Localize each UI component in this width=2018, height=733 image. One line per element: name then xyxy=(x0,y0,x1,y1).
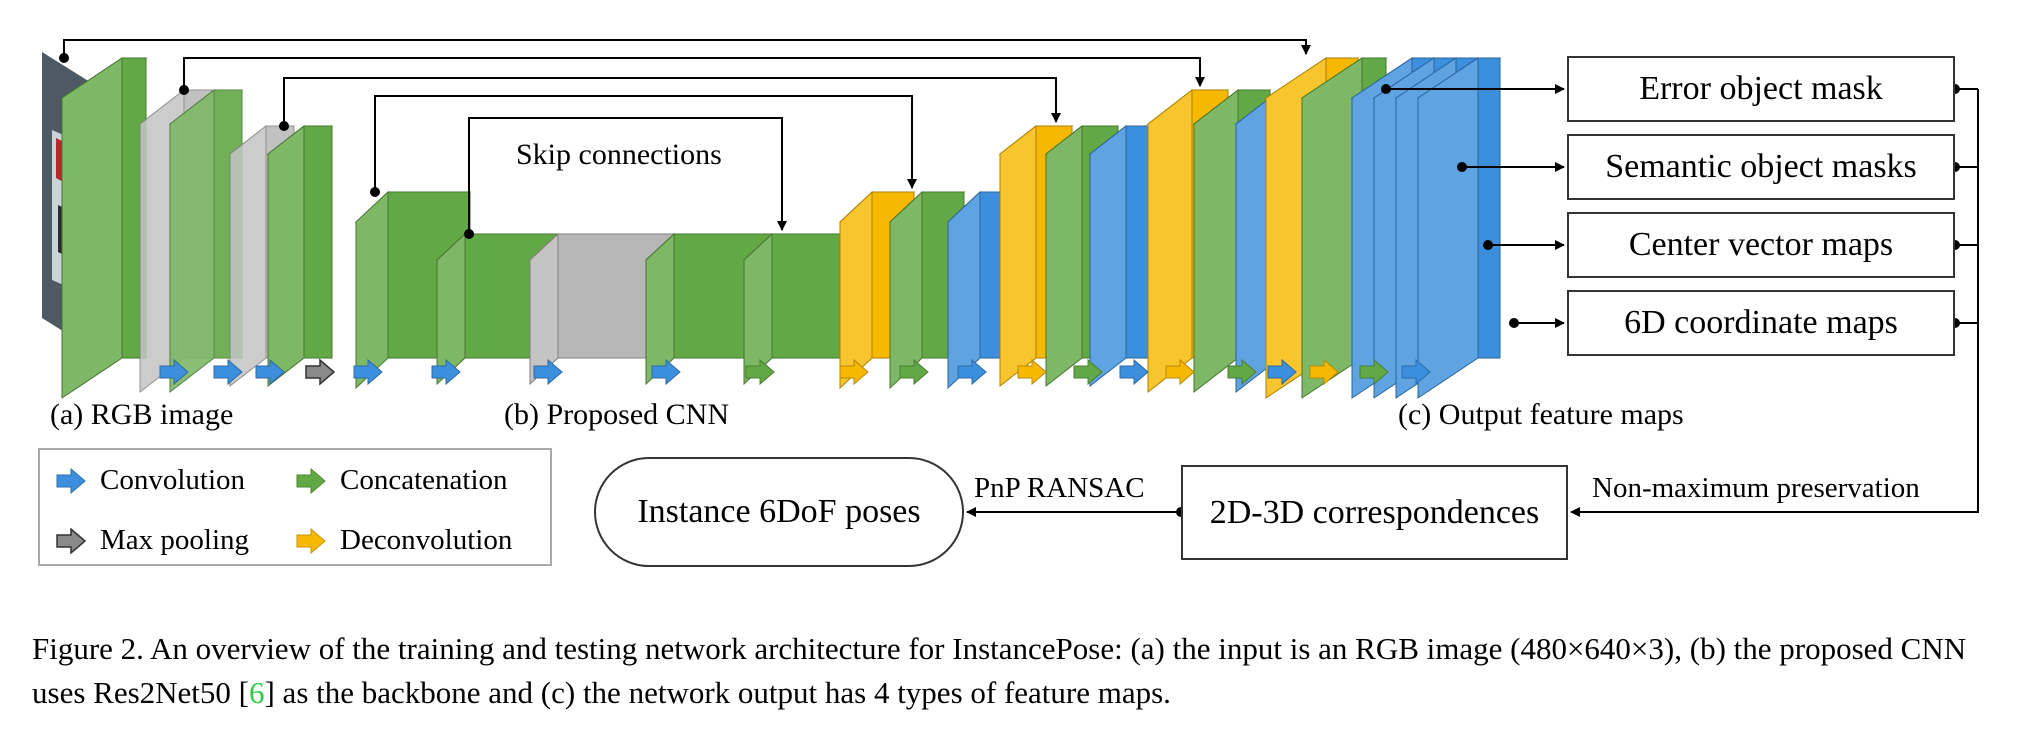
operation-arrow-14 xyxy=(1073,358,1103,386)
skip-origin-dot-4 xyxy=(370,187,380,197)
correspondences-box: 2D-3D correspondences xyxy=(1181,465,1568,560)
operation-arrow-16 xyxy=(1165,358,1195,386)
operation-arrow-12 xyxy=(957,358,987,386)
label-output-feature-maps: (c) Output feature maps xyxy=(1398,398,1684,431)
operation-arrow-4 xyxy=(305,358,336,386)
skip-connection-2 xyxy=(183,57,1205,90)
operation-arrow-7 xyxy=(533,358,563,386)
orange-arrow-icon xyxy=(296,527,326,554)
operation-arrow-19 xyxy=(1309,358,1339,386)
operation-arrow-13 xyxy=(1017,358,1047,386)
input-conv-block xyxy=(60,57,148,399)
skip-origin-dot-5 xyxy=(464,229,474,239)
legend-item-convolution: Convolution xyxy=(56,464,245,497)
skip-origin-dot-1 xyxy=(59,53,69,63)
label-pnp-ransac: PnP RANSAC xyxy=(974,472,1145,504)
head-dot-1 xyxy=(1381,84,1391,94)
operation-arrow-9 xyxy=(745,358,775,386)
label-proposed-cnn: (b) Proposed CNN xyxy=(504,398,729,431)
legend-label-concatenation: Concatenation xyxy=(340,464,508,496)
skip-connection-4 xyxy=(374,95,917,192)
nms-connector xyxy=(1570,89,1979,517)
output-box-semantic-masks: Semantic object masks xyxy=(1567,134,1955,200)
operation-arrow-2 xyxy=(213,358,243,386)
conv-block-3 xyxy=(354,190,472,390)
skip-origin-dot-3 xyxy=(279,121,289,131)
label-rgb-image: (a) RGB image xyxy=(50,398,234,431)
caption-text-2: ] as the backbone and (c) the network ou… xyxy=(264,675,1171,710)
head-dot-4 xyxy=(1509,318,1519,328)
label-nms: Non-maximum preservation xyxy=(1592,472,1920,504)
operation-arrow-5 xyxy=(353,358,383,386)
conv-block-7 xyxy=(1088,124,1164,388)
operation-arrow-1 xyxy=(159,358,189,386)
skip-connection-1 xyxy=(63,39,1311,58)
operation-arrow-6 xyxy=(431,358,461,386)
operation-arrows xyxy=(159,358,1431,386)
blue-arrow-icon xyxy=(56,467,86,494)
operation-arrow-10 xyxy=(839,358,869,386)
skip-connection-5 xyxy=(468,117,787,234)
skip-origin-dot-2 xyxy=(179,85,189,95)
feature-map-blocks xyxy=(42,52,1502,399)
legend-item-deconvolution: Deconvolution xyxy=(296,524,512,557)
caption-reference-link[interactable]: 6 xyxy=(248,675,265,710)
legend-label-deconvolution: Deconvolution xyxy=(340,524,513,556)
connection-lines xyxy=(59,39,1979,517)
legend: Convolution Concatenation Max pooling De… xyxy=(38,448,552,566)
architecture-diagram xyxy=(42,39,1979,517)
caption-text-1: Figure 2. An overview of the training an… xyxy=(32,631,1967,710)
label-skip-connections: Skip connections xyxy=(516,138,722,171)
skip-connection-3 xyxy=(283,77,1061,126)
green-arrow-icon xyxy=(296,467,326,494)
output-box-error-mask: Error object mask xyxy=(1567,56,1955,122)
conv-block-2 xyxy=(266,124,334,388)
operation-arrow-11 xyxy=(899,358,929,386)
output-box-6d-coordinate-maps: 6D coordinate maps xyxy=(1567,290,1955,356)
legend-item-concatenation: Concatenation xyxy=(296,464,508,497)
operation-arrow-20 xyxy=(1359,358,1389,386)
operation-arrow-3 xyxy=(255,358,285,386)
legend-label-convolution: Convolution xyxy=(100,464,246,496)
operation-arrow-15 xyxy=(1119,358,1149,386)
operation-arrow-17 xyxy=(1227,358,1257,386)
output-block-4 xyxy=(1416,57,1502,399)
head-dot-2 xyxy=(1457,162,1467,172)
legend-label-max-pooling: Max pooling xyxy=(100,524,250,556)
legend-item-max-pooling: Max pooling xyxy=(56,524,249,557)
figure-caption: Figure 2. An overview of the training an… xyxy=(32,627,1992,715)
poses-box: Instance 6DoF poses xyxy=(594,457,964,567)
operation-arrow-21 xyxy=(1401,358,1431,386)
head-dot-3 xyxy=(1483,240,1493,250)
output-box-center-vector-maps: Center vector maps xyxy=(1567,212,1955,278)
operation-arrow-8 xyxy=(651,358,681,386)
operation-arrow-18 xyxy=(1267,358,1297,386)
gray-arrow-icon xyxy=(56,527,86,554)
